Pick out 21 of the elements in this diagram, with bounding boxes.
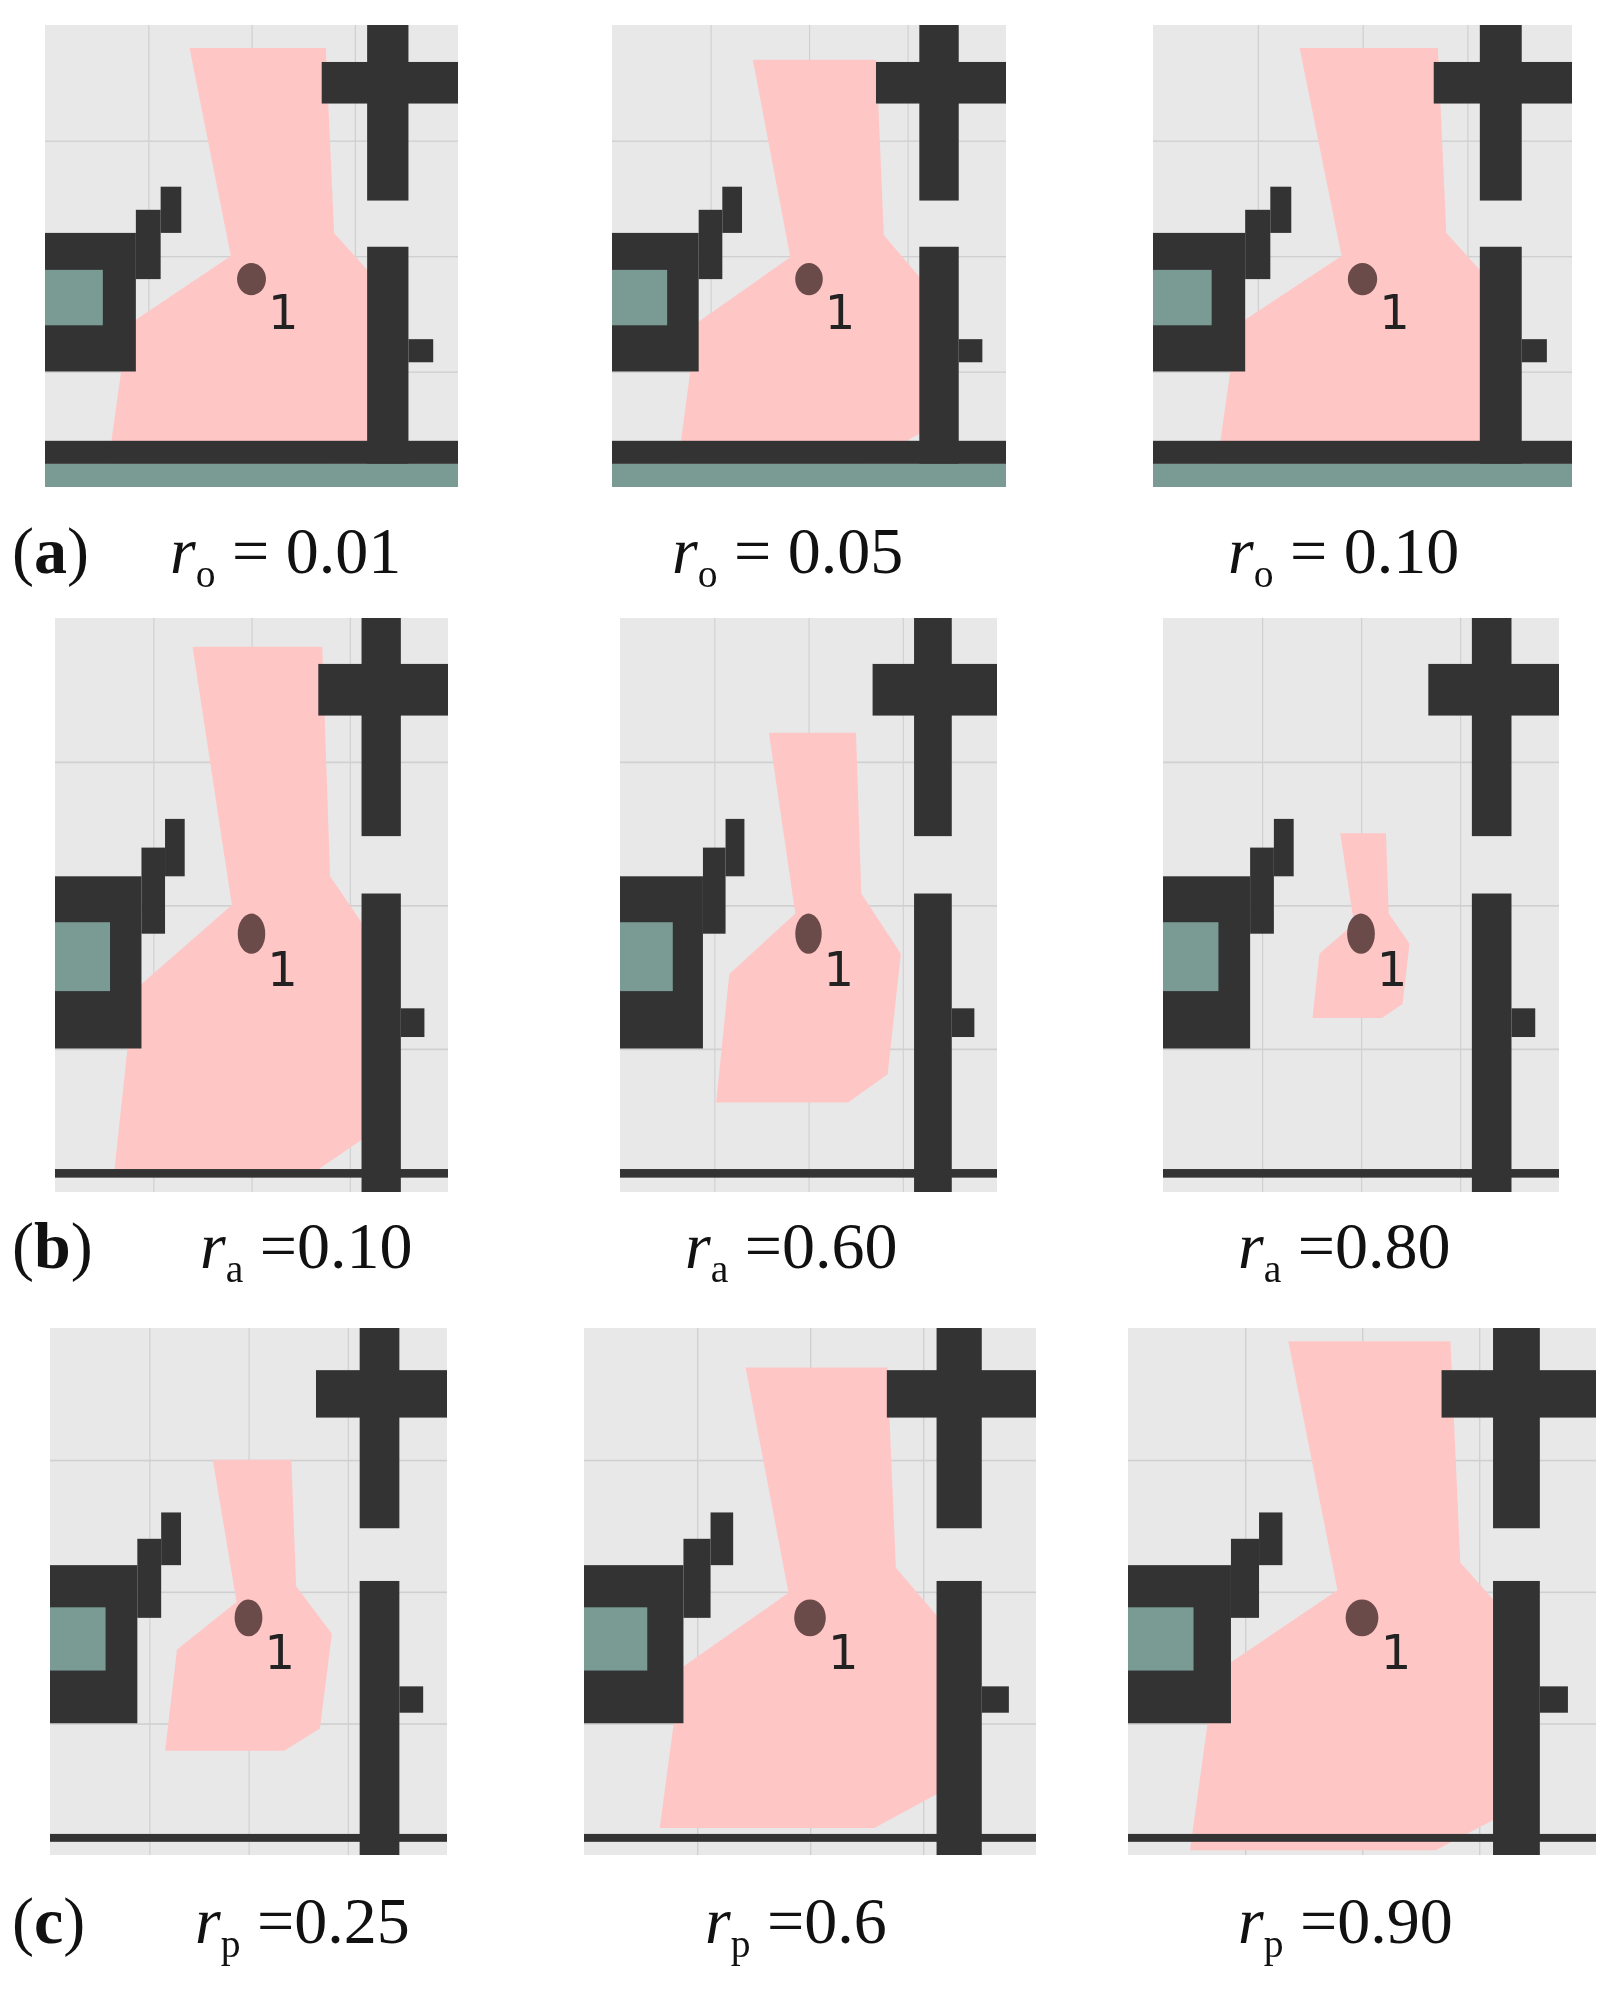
- robot-number-label: 1: [824, 288, 856, 337]
- robot-number-label: 1: [823, 945, 855, 994]
- panel-letter: (a): [12, 515, 89, 588]
- robot-number-label: 1: [1376, 945, 1408, 994]
- parameter-caption: r$_{o}$ = 0.01: [170, 515, 402, 597]
- parameter-caption: r$_{p}$ =0.90: [1238, 1885, 1453, 1967]
- robot-number-label: 1: [828, 1628, 859, 1677]
- robot-number-label: 1: [1379, 288, 1410, 337]
- robot-number-label: 1: [268, 288, 299, 337]
- parameter-caption: r$_{a}$ =0.80: [1238, 1210, 1451, 1292]
- robot-number-label: 1: [1380, 1628, 1412, 1677]
- parameter-caption: r$_{p}$ =0.25: [195, 1885, 410, 1967]
- panel-letter: (c): [12, 1885, 86, 1958]
- parameter-caption: r$_{a}$ =0.60: [685, 1210, 898, 1292]
- robot-number-label: 1: [267, 945, 298, 994]
- parameter-caption: r$_{p}$ =0.6: [705, 1885, 887, 1967]
- robot-number-label: 1: [264, 1628, 295, 1677]
- parameter-caption: r$_{o}$ = 0.05: [672, 515, 904, 597]
- panel-letter: (b): [12, 1210, 93, 1283]
- parameter-caption: r$_{a}$ =0.10: [200, 1210, 413, 1292]
- parameter-caption: r$_{o}$ = 0.10: [1228, 515, 1460, 597]
